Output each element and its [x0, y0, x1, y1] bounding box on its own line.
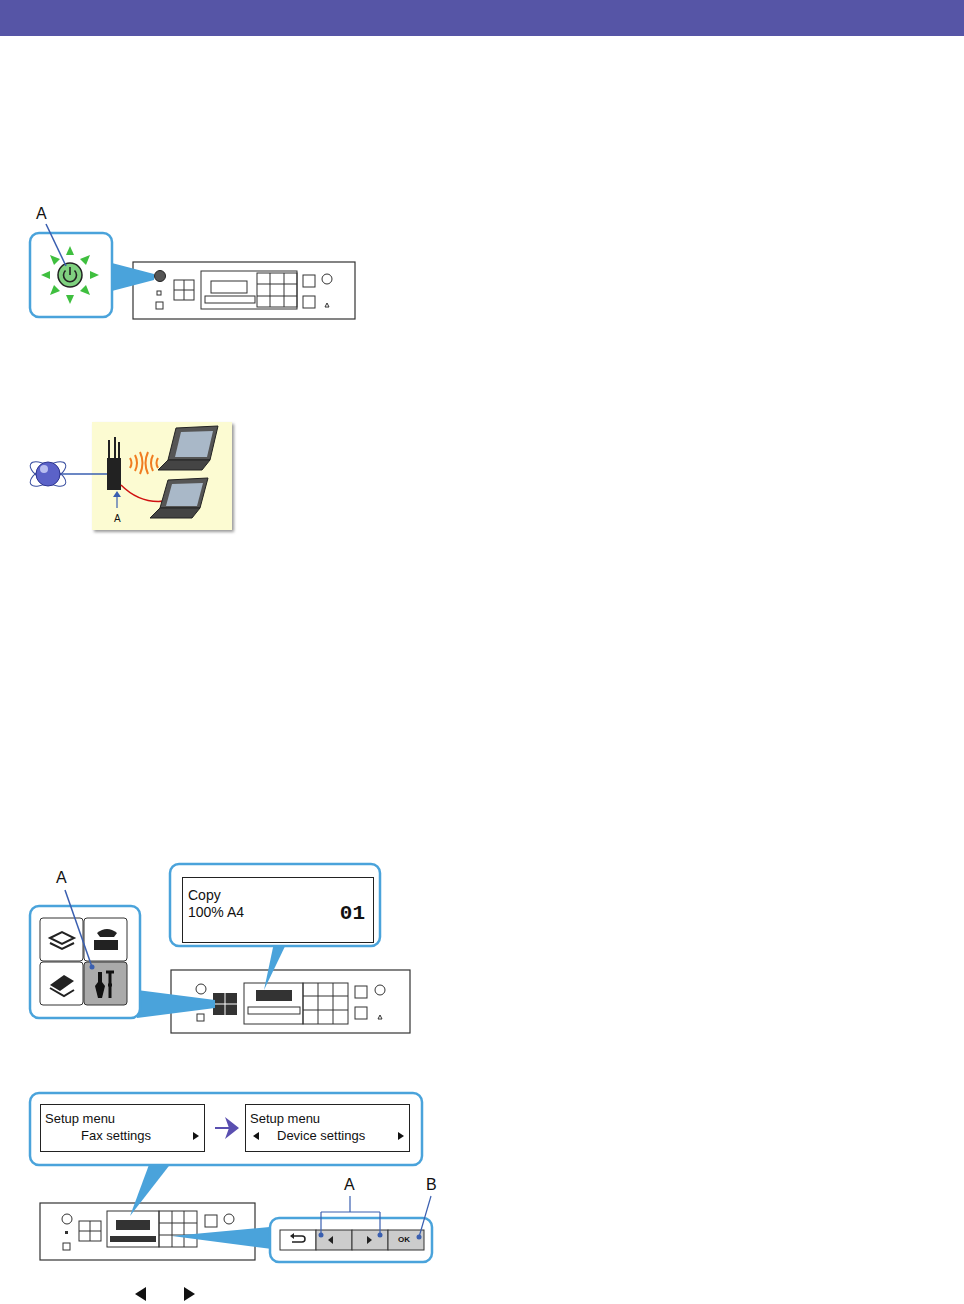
header-bar: [0, 0, 964, 36]
lcd-text: Setup menu: [250, 1111, 320, 1126]
lcd-text: Fax settings: [81, 1128, 151, 1143]
callout-letter: A: [36, 205, 47, 223]
power-illustration: [30, 224, 355, 319]
lcd-text: 01: [340, 902, 365, 925]
lcd-screen: Setup menuFax settings: [40, 1104, 205, 1152]
callout-letter: A: [344, 1176, 355, 1194]
lcd-screen: Copy100% A4 01: [182, 877, 374, 943]
mode-panel-illustration: [30, 864, 410, 1033]
lcd-text: Setup menu: [45, 1111, 115, 1126]
transition-arrow: [215, 1127, 237, 1129]
button-label: A: [114, 513, 121, 525]
network-illustration: [27, 422, 232, 530]
scroll-triangle: [192, 1131, 200, 1141]
lcd-text: Copy: [188, 887, 221, 903]
callout-letter: A: [56, 869, 67, 887]
lcd-text: Device settings: [277, 1128, 365, 1143]
scroll-triangle: [252, 1131, 260, 1141]
setup-panel-illustration: [30, 1093, 432, 1301]
callout-letter: B: [426, 1176, 437, 1194]
button-label: OK: [398, 1235, 410, 1245]
scroll-triangle: [397, 1131, 405, 1141]
lcd-text: 100% A4: [188, 904, 244, 920]
lcd-screen: Setup menuDevice settings: [245, 1104, 410, 1152]
